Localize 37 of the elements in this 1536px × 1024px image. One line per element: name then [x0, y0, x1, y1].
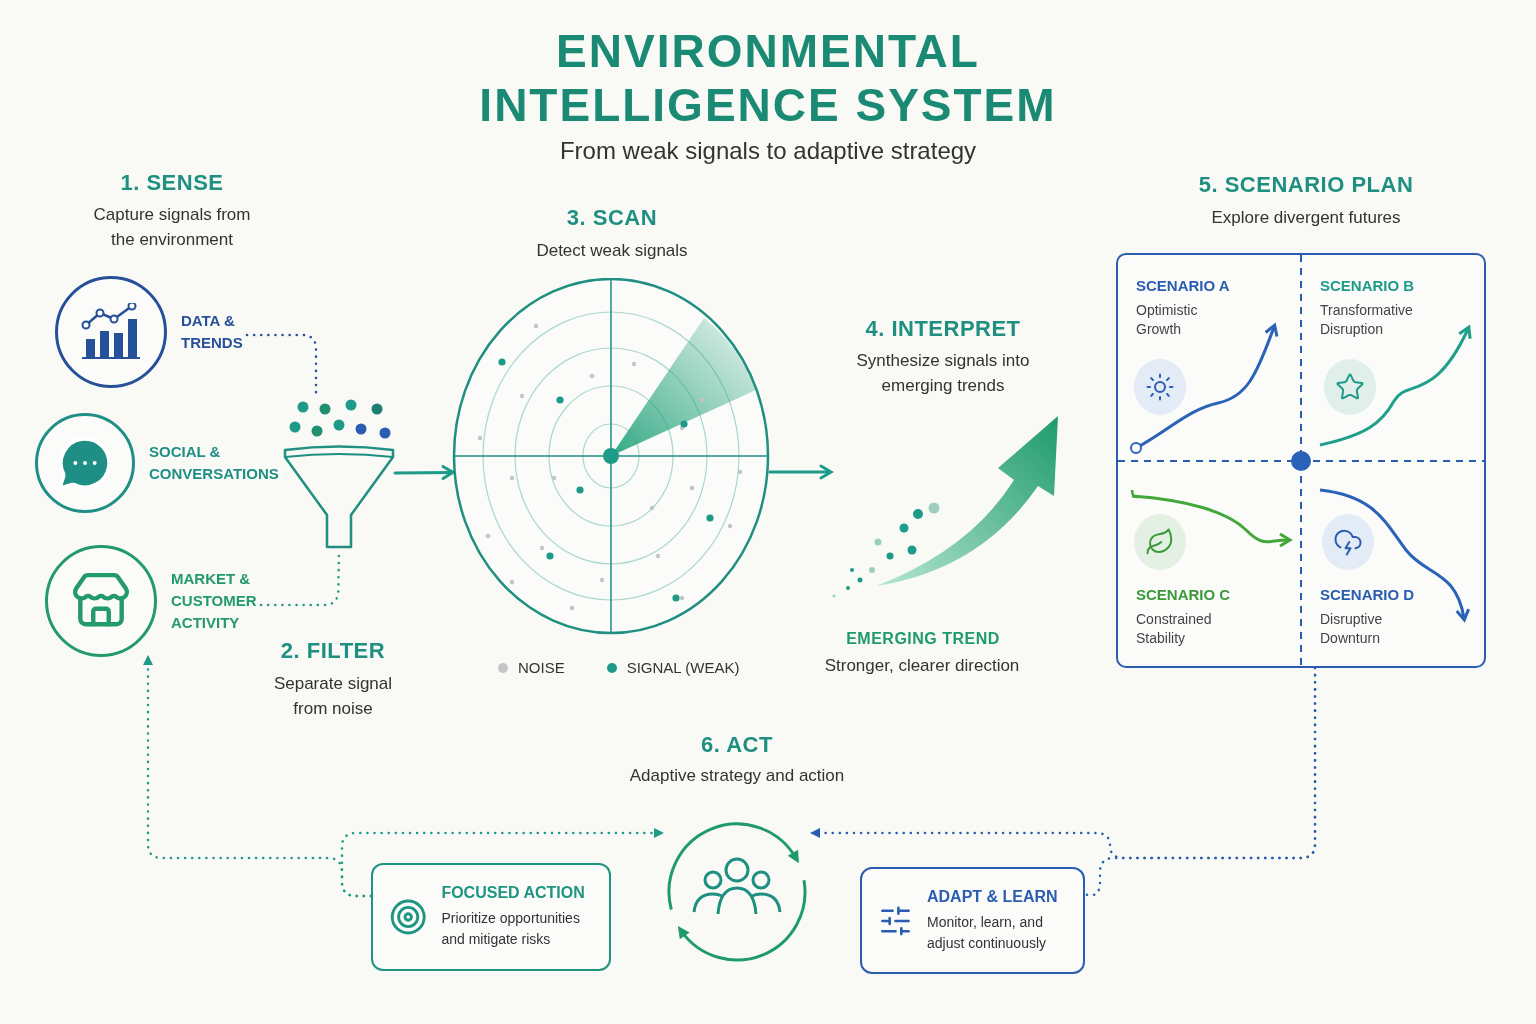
title: ENVIRONMENTAL INTELLIGENCE SYSTEM [478, 24, 1058, 132]
dotted-connector [340, 827, 664, 898]
stage-description: Capture signals from the environment [92, 204, 252, 251]
scenario-description: Constrained Stability [1136, 610, 1213, 648]
action-card [860, 867, 1085, 974]
scenario-title: SCENARIO C [1136, 586, 1231, 603]
stage-heading: 3. SCAN [565, 205, 659, 231]
card-description: Monitor, learn, and adjust continuously [926, 912, 1048, 953]
legend-label: SIGNAL (WEAK) [626, 659, 740, 676]
stage-heading: 5. SCENARIO PLAN [1197, 172, 1415, 198]
stage-description: Detect weak signals [535, 240, 689, 262]
stage-heading: 6. ACT [700, 732, 774, 758]
source-label: DATA & TRENDS [181, 311, 244, 353]
stage-heading: 1. SENSE [119, 170, 225, 196]
source-label: MARKET & CUSTOMER ACTIVITY [171, 569, 258, 633]
legend-label: NOISE [518, 659, 565, 676]
stage-heading: 4. INTERPRET [864, 316, 1022, 342]
action-card [371, 863, 611, 971]
scenario-description: Transformative Disruption [1320, 301, 1414, 339]
stage-description: Adaptive strategy and action [628, 765, 846, 787]
stage-description: Separate signal from noise [272, 673, 394, 720]
stage-heading: 2. FILTER [279, 638, 387, 664]
card-title: ADAPT & LEARN [926, 887, 1059, 906]
scenario-title: SCENARIO B [1320, 277, 1415, 294]
stage-description: Synthesize signals into emerging trends [855, 350, 1031, 397]
trend-label: EMERGING TREND [845, 630, 1001, 648]
scenario-title: SCENARIO A [1136, 277, 1230, 294]
card-description: Prioritize opportunities and mitigate risks [441, 909, 581, 949]
subtitle: From weak signals to adaptive strategy [558, 137, 978, 165]
stage-description: Stronger, clearer direction [823, 655, 1021, 677]
source-label: SOCIAL & CONVERSATIONS [149, 442, 280, 484]
dotted-connector [1083, 666, 1317, 897]
connector-arrow [393, 465, 455, 480]
stage-description: Explore divergent futures [1210, 207, 1402, 229]
scenario-description: Optimistic Growth [1136, 301, 1199, 339]
card-title: FOCUSED ACTION [441, 884, 586, 902]
connector-arrow [768, 464, 833, 480]
